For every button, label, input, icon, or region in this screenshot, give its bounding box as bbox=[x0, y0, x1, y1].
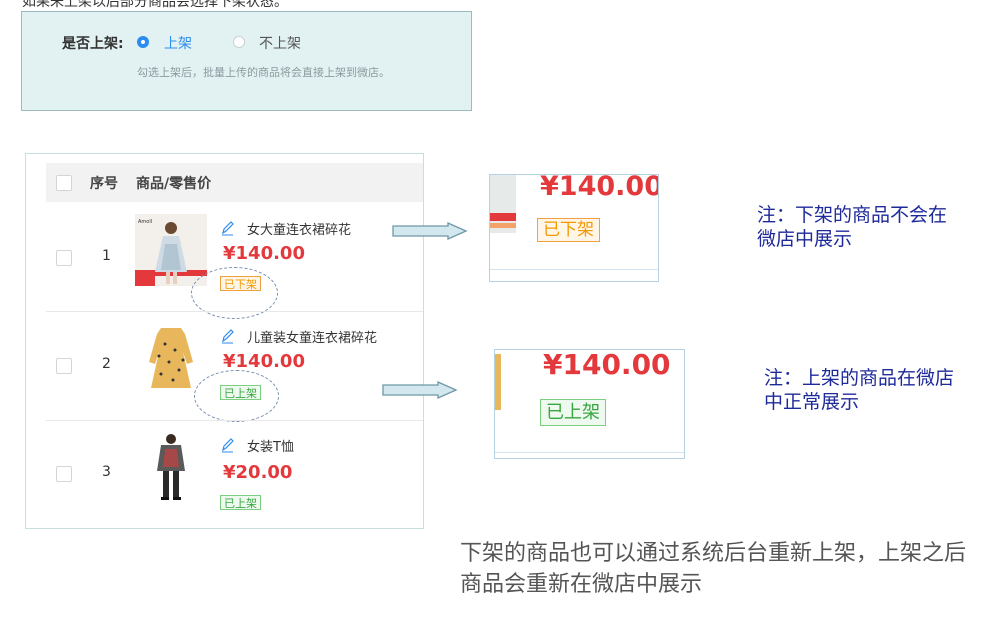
header-seq: 序号 bbox=[90, 176, 118, 192]
row-seq-1: 1 bbox=[102, 248, 111, 264]
row-checkbox-1[interactable] bbox=[56, 250, 72, 266]
product-name-2[interactable]: 儿童装女童连衣裙碎花 bbox=[247, 331, 378, 346]
product-price-1: ¥140.00 bbox=[223, 243, 305, 264]
note-on-shelf: 注：上架的商品在微店中正常展示 bbox=[764, 367, 955, 413]
product-table: 序号 商品/零售价 1 Amoll 女大童连衣裙碎花 ¥140.00 已下架 2 bbox=[25, 153, 424, 529]
zoom-price-on: ¥140.00 bbox=[543, 349, 671, 381]
row-seq-2: 2 bbox=[102, 356, 111, 372]
top-cut-text: 如果未上架以后部分商品会选择下架状态。 bbox=[22, 0, 288, 10]
note-off-shelf: 注：下架的商品不会在微店中展示 bbox=[757, 204, 948, 250]
shelf-setting-panel: 是否上架: 上架 不上架 勾选上架后，批量上传的商品将会直接上架到微店。 bbox=[21, 11, 472, 111]
select-all-checkbox[interactable] bbox=[56, 175, 72, 191]
highlight-ellipse-1 bbox=[191, 267, 278, 319]
edit-pencil-icon[interactable] bbox=[221, 220, 234, 236]
header-product: 商品/零售价 bbox=[136, 176, 212, 192]
row-divider bbox=[46, 420, 423, 421]
shelf-setting-label: 是否上架: bbox=[62, 36, 124, 52]
product-image-1: Amoll bbox=[135, 214, 207, 286]
row-checkbox-2[interactable] bbox=[56, 358, 72, 374]
zoom-panel-on: ¥140.00 已上架 bbox=[494, 349, 685, 459]
zoom-divider bbox=[490, 269, 658, 270]
product-image-3 bbox=[135, 431, 207, 503]
row-seq-3: 3 bbox=[102, 464, 111, 480]
zoom-status-off: 已下架 bbox=[537, 218, 600, 242]
row-divider bbox=[46, 311, 423, 312]
zoom-panel-off: ¥140.00 已下架 bbox=[489, 174, 659, 282]
status-badge-3: 已上架 bbox=[220, 495, 261, 510]
edit-pencil-icon[interactable] bbox=[221, 328, 234, 344]
product-name-1[interactable]: 女大童连衣裙碎花 bbox=[247, 223, 352, 238]
product-price-2: ¥140.00 bbox=[223, 351, 305, 372]
shelf-setting-hint: 勾选上架后，批量上传的商品将会直接上架到微店。 bbox=[137, 66, 390, 79]
table-header: 序号 商品/零售价 bbox=[46, 163, 423, 202]
row-checkbox-3[interactable] bbox=[56, 466, 72, 482]
note-bottom: 下架的商品也可以通过系统后台重新上架，上架之后商品会重新在微店中展示 bbox=[460, 541, 967, 597]
zoom-price-off: ¥140.00 bbox=[540, 174, 659, 202]
product-image-2 bbox=[135, 322, 207, 394]
option-on-shelf-label[interactable]: 上架 bbox=[164, 36, 192, 52]
zoom-image-fragment bbox=[490, 175, 516, 233]
svg-text:Amoll: Amoll bbox=[138, 219, 152, 225]
arrow-right-icon bbox=[392, 222, 468, 240]
radio-on-shelf[interactable] bbox=[137, 36, 149, 48]
edit-pencil-icon[interactable] bbox=[221, 437, 234, 453]
zoom-image-fragment bbox=[495, 354, 501, 410]
zoom-status-on: 已上架 bbox=[540, 399, 606, 426]
product-name-3[interactable]: 女装T恤 bbox=[247, 440, 294, 455]
arrow-right-icon bbox=[382, 381, 458, 399]
product-price-3: ¥20.00 bbox=[223, 462, 293, 483]
zoom-divider bbox=[495, 452, 684, 453]
highlight-ellipse-2 bbox=[194, 370, 279, 422]
option-off-shelf-label[interactable]: 不上架 bbox=[259, 36, 301, 52]
radio-off-shelf[interactable] bbox=[233, 36, 245, 48]
